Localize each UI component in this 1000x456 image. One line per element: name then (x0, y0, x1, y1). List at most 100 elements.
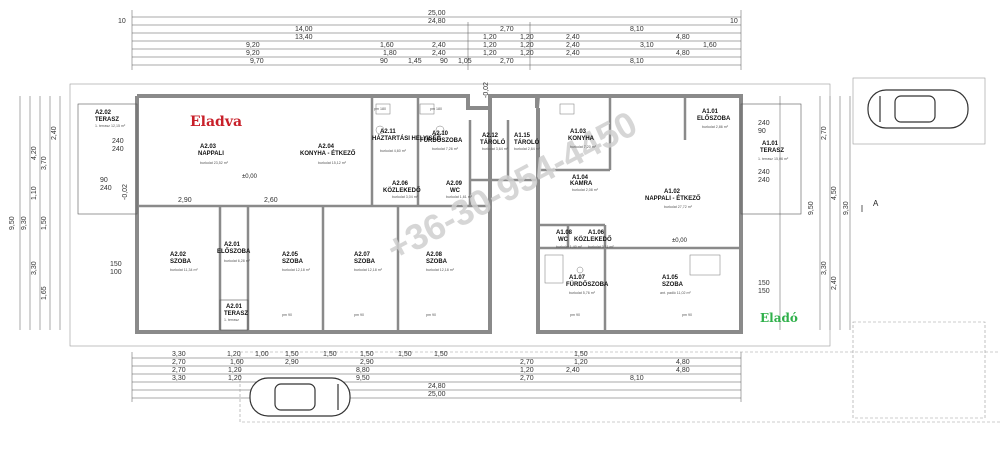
top-dim: 2,70 (500, 26, 514, 33)
svg-text:burkolat 12,18 m²: burkolat 12,18 m² (354, 268, 383, 272)
bottom-dimension-lines (131, 352, 742, 402)
left-dim: 1,50 (41, 216, 48, 230)
left-dim: 9,50 (9, 216, 16, 230)
svg-text:FÜRDŐSZOBA: FÜRDŐSZOBA (420, 137, 463, 144)
svg-text:burkolat 27,72 m²: burkolat 27,72 m² (664, 205, 693, 209)
misc-dim: 240 (112, 146, 124, 153)
svg-text:NAPPALI: NAPPALI (198, 151, 224, 157)
svg-text:burkolat 1,61 m²: burkolat 1,61 m² (446, 195, 473, 199)
svg-text:TÁROLÓ: TÁROLÓ (514, 138, 540, 146)
bottom-dim: 1,50 (360, 351, 374, 358)
top-dim: 2,40 (432, 50, 446, 57)
misc-dim: 240 (112, 138, 124, 145)
svg-text:A1.04: A1.04 (572, 175, 589, 181)
svg-text:A1.08: A1.08 (556, 230, 573, 236)
svg-text:WC: WC (558, 237, 569, 243)
svg-text:A2.02: A2.02 (95, 110, 112, 116)
svg-text:A2.09: A2.09 (446, 181, 463, 187)
svg-text:KÖZLEKEDŐ: KÖZLEKEDŐ (574, 236, 612, 243)
bottom-dim: 1,50 (323, 351, 337, 358)
svg-text:WC: WC (450, 188, 461, 194)
svg-text:burkolat 11,34 m²: burkolat 11,34 m² (170, 268, 199, 272)
section-mark: A (873, 199, 879, 208)
bottom-dim: 9,50 (356, 375, 370, 382)
right-dim: 2,70 (821, 126, 828, 140)
level-mark-right: ±0,00 (672, 238, 688, 244)
top-dimension-lines (131, 10, 742, 70)
bottom-dim: 1,50 (574, 351, 588, 358)
svg-text:A2.01: A2.01 (224, 242, 241, 248)
svg-text:burkolat 5,76 m²: burkolat 5,76 m² (569, 291, 596, 295)
svg-text:burkolat 2,64 m²: burkolat 2,64 m² (514, 147, 541, 151)
svg-text:A2.11: A2.11 (380, 129, 396, 135)
opening-label: pm 90 (682, 313, 692, 317)
misc-dim: -0,02 (483, 82, 490, 98)
misc-dim: 240 (758, 120, 770, 127)
bottom-dim: 1,20 (228, 375, 242, 382)
left-dim: 1,65 (41, 286, 48, 300)
svg-text:A1.07: A1.07 (569, 275, 586, 281)
svg-text:A2.02: A2.02 (170, 252, 187, 258)
bottom-dim: 4,80 (676, 359, 690, 366)
car-icon (867, 89, 969, 129)
top-dim: 2,40 (566, 34, 580, 41)
bottom-dim: 24,80 (428, 383, 446, 390)
bottom-dim: 2,40 (566, 367, 580, 374)
misc-dim: 150 (758, 280, 770, 287)
top-dim: 90 (380, 58, 388, 65)
car-icon (249, 377, 351, 417)
right-dim: 4,50 (831, 186, 838, 200)
level-mark-left: ±0,00 (242, 174, 258, 180)
left-dim: 2,40 (51, 126, 58, 140)
svg-text:FÜRDŐSZOBA: FÜRDŐSZOBA (566, 281, 609, 288)
top-dim: 9,20 (246, 50, 260, 57)
svg-text:TERASZ: TERASZ (95, 117, 119, 123)
top-dim: 24,80 (428, 18, 446, 25)
svg-text:A2.03: A2.03 (200, 144, 217, 150)
bottom-dim: 1,20 (228, 367, 242, 374)
svg-text:burkolat 4,60 m²: burkolat 4,60 m² (380, 149, 407, 153)
svg-text:A2.10: A2.10 (432, 131, 449, 137)
top-dim: 1,80 (383, 50, 397, 57)
top-dim: 8,10 (630, 58, 644, 65)
svg-text:A1.05: A1.05 (662, 275, 679, 281)
top-dim: 14,00 (295, 26, 313, 33)
status-sold-label: Eladva (190, 114, 242, 130)
svg-text:A1.02: A1.02 (664, 189, 681, 195)
top-dim: 90 (440, 58, 448, 65)
svg-text:TÁROLÓ: TÁROLÓ (480, 138, 506, 146)
top-dim-total: 25,00 (428, 10, 446, 17)
svg-text:A2.12: A2.12 (482, 133, 499, 139)
svg-text:A2.05: A2.05 (282, 252, 299, 258)
bottom-dim: 1,50 (398, 351, 412, 358)
top-dim: 9,20 (246, 42, 260, 49)
svg-text:1. terrasz 12,15 m²: 1. terrasz 12,15 m² (95, 124, 126, 128)
site-boundary (69, 77, 1000, 423)
svg-text:ELŐSZOBA: ELŐSZOBA (697, 115, 731, 122)
opening-label: pm 90 (426, 313, 436, 317)
bottom-dim: 1,20 (520, 367, 534, 374)
svg-text:A1.06: A1.06 (588, 230, 605, 236)
svg-text:A2.01: A2.01 (226, 304, 243, 310)
svg-text:SZOBA: SZOBA (662, 282, 684, 288)
svg-text:SZOBA: SZOBA (170, 259, 192, 265)
bottom-dim: 1,20 (574, 359, 588, 366)
interior-walls (137, 96, 741, 332)
opening-label: pm 90 (282, 313, 292, 317)
misc-dim: 90 (100, 177, 108, 184)
svg-text:burkolat 15,12 m²: burkolat 15,12 m² (318, 161, 347, 165)
bottom-dim: 2,90 (285, 359, 299, 366)
